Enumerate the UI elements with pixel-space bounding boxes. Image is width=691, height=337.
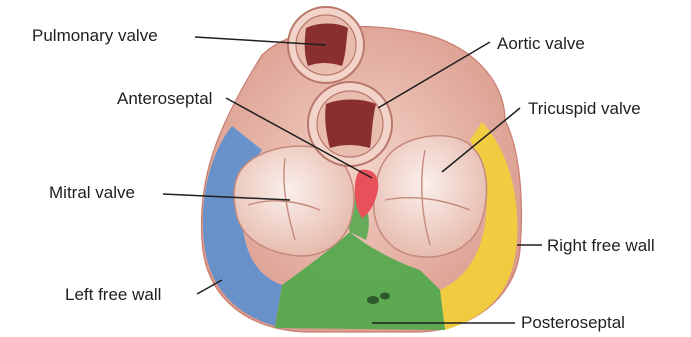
tricuspid-valve-leaflets [374, 136, 487, 257]
coronary-sinus-opening [380, 293, 390, 300]
label-anteroseptal: Anteroseptal [117, 89, 212, 109]
label-right-free-wall: Right free wall [547, 236, 655, 256]
label-tricuspid-valve: Tricuspid valve [528, 99, 641, 119]
label-pulmonary-valve: Pulmonary valve [32, 26, 158, 46]
label-aortic-valve: Aortic valve [497, 34, 585, 54]
label-left-free-wall: Left free wall [65, 285, 161, 305]
aortic-valve-cusps [325, 100, 376, 149]
label-posteroseptal: Posteroseptal [521, 313, 625, 333]
coronary-sinus-opening [367, 296, 379, 304]
label-mitral-valve: Mitral valve [49, 183, 135, 203]
